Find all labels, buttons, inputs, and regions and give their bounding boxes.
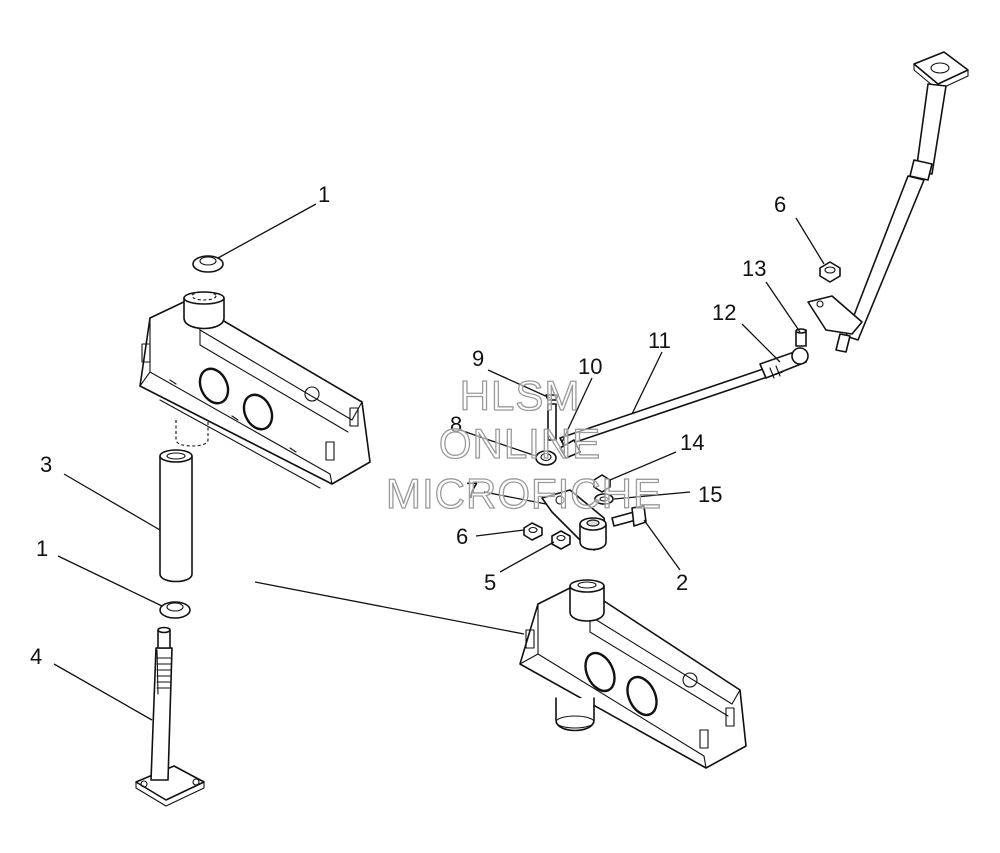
callout-6-left: 6 — [456, 524, 468, 549]
nut-14 — [593, 474, 611, 493]
callout-4: 4 — [30, 644, 42, 669]
callout-7: 7 — [466, 478, 478, 503]
callout-11: 11 — [648, 328, 671, 353]
steering-shaft — [807, 51, 969, 353]
callout-15: 15 — [698, 482, 722, 507]
nut-5 — [551, 530, 571, 550]
pivot-sleeve — [159, 449, 193, 583]
callout-8: 8 — [450, 412, 462, 437]
callout-13: 13 — [742, 256, 766, 281]
nut-right — [819, 261, 841, 283]
drag-link — [559, 328, 809, 447]
front-axle-upper — [139, 291, 371, 489]
callout-14: 14 — [680, 430, 704, 455]
assembly-line — [254, 581, 525, 635]
bushing-top — [192, 255, 224, 273]
callout-10: 10 — [578, 354, 602, 379]
watermark-line-2: ONLINE — [439, 420, 601, 467]
bushing-lower — [159, 601, 191, 619]
callout-1-mid: 1 — [36, 536, 48, 561]
watermark-line-1: HLSM — [460, 372, 581, 419]
watermark-line-3: MICROFICHE — [386, 470, 662, 517]
ball-joint-left — [535, 394, 581, 466]
callout-5: 5 — [484, 570, 496, 595]
callout-3: 3 — [40, 452, 52, 477]
callout-12: 12 — [712, 300, 736, 325]
washer-15 — [594, 493, 614, 505]
leader-lines — [53, 203, 825, 721]
callout-9: 9 — [472, 346, 484, 371]
steering-arm — [541, 489, 607, 551]
callout-1-top: 1 — [318, 182, 330, 207]
watermark: HLSM ONLINE MICROFICHE — [385, 371, 662, 517]
callout-2: 2 — [676, 570, 688, 595]
nut-left — [523, 522, 543, 541]
callout-6-right: 6 — [774, 192, 786, 217]
front-axle-lower — [519, 579, 747, 769]
pivot-pin — [135, 626, 205, 807]
